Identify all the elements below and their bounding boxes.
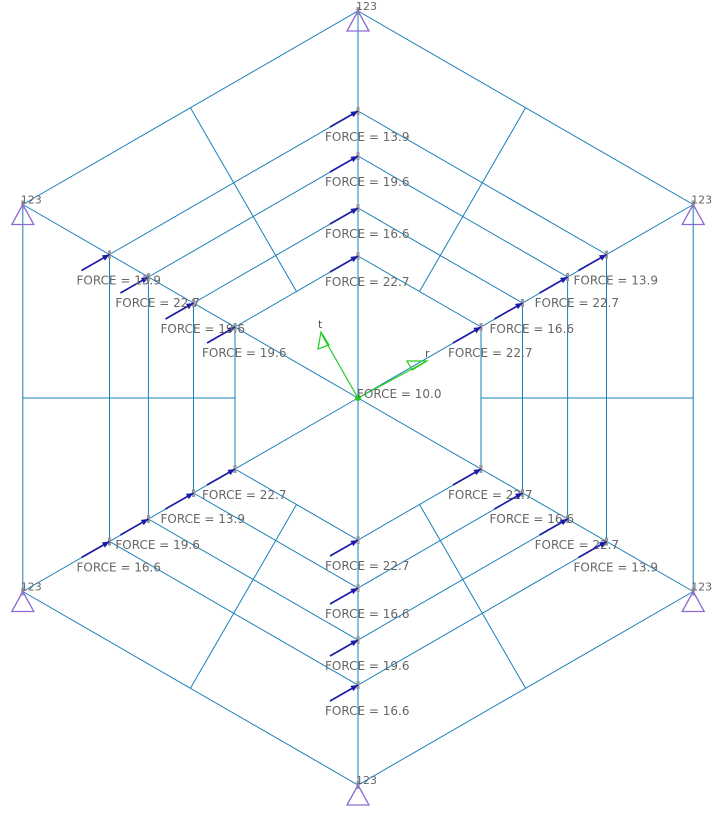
mesh-rib: [252, 540, 277, 580]
force-arrowhead: [473, 469, 481, 476]
force-arrowhead: [473, 327, 481, 334]
force-arrowhead: [515, 493, 523, 500]
mesh-rib: [275, 255, 297, 292]
force-value-label: FORCE = 16.6: [325, 227, 409, 241]
force-value-label: FORCE = 19.6: [325, 659, 409, 673]
force-value-label: FORCE = 13.9: [325, 130, 409, 144]
force-value-label: FORCE = 19.6: [161, 322, 245, 336]
force-value-label: FORCE = 19.6: [202, 346, 286, 360]
r-axis-arrowhead: [405, 360, 430, 371]
force-arrowhead: [599, 541, 607, 548]
force-value-label: FORCE = 13.9: [77, 274, 161, 288]
force-value-label: FORCE = 22.7: [535, 538, 619, 552]
force-value-label: FORCE = 13.9: [574, 561, 658, 575]
force-arrowhead: [599, 254, 607, 261]
force-arrowhead: [350, 111, 358, 118]
support-dof-label: 123: [356, 774, 377, 787]
r-axis-line: [357, 361, 426, 399]
force-value-label: FORCE = 22.7: [115, 296, 199, 310]
fixed-support-icon: [345, 783, 371, 806]
r-axis-label: r: [425, 347, 430, 360]
t-axis-arrowhead: [317, 330, 330, 350]
force-value-label: FORCE = 16.6: [325, 607, 409, 621]
force-value-label: FORCE = 22.7: [535, 296, 619, 310]
force-value-label: FORCE = 22.7: [325, 559, 409, 573]
force-arrowhead: [515, 303, 523, 310]
force-arrowhead: [101, 541, 110, 548]
force-arrowhead: [560, 519, 568, 526]
force-arrowhead: [140, 519, 149, 526]
support-dof-label: 123: [691, 581, 712, 594]
force-value-label: FORCE = 10.0: [357, 387, 441, 401]
origin-node: [355, 395, 361, 401]
force-arrowhead: [350, 640, 358, 647]
force-arrowhead: [350, 156, 358, 163]
radial-spoke: [22, 204, 359, 399]
force-arrowhead: [350, 685, 358, 692]
force-value-label: FORCE = 13.9: [574, 274, 658, 288]
force-arrowhead: [101, 254, 110, 261]
mesh-rib: [189, 107, 235, 184]
t-axis-label: t: [318, 318, 323, 331]
mesh-rib: [419, 504, 441, 541]
fixed-support-icon: [10, 590, 35, 613]
support-dof-label: 123: [691, 194, 712, 207]
local-axes: r t: [317, 318, 430, 401]
force-value-label: FORCE = 13.9: [161, 512, 245, 526]
t-axis-line: [321, 334, 359, 399]
force-arrowhead: [350, 208, 358, 215]
mesh-rib: [462, 579, 483, 614]
radial-spoke: [357, 204, 694, 399]
mesh-rib: [481, 107, 527, 184]
fixed-support-icon: [681, 590, 706, 613]
force-value-label: FORCE = 19.6: [325, 175, 409, 189]
force-value-label: FORCE = 22.7: [325, 275, 409, 289]
radial-spoke: [357, 397, 694, 592]
mesh-rib: [439, 540, 464, 580]
mesh-rib: [462, 182, 483, 217]
force-arrowhead: [185, 303, 194, 310]
force-value-label: FORCE = 16.6: [77, 561, 161, 575]
fixed-support-icon: [10, 203, 35, 226]
force-value-label: FORCE = 19.6: [115, 538, 199, 552]
support-dof-label: 123: [21, 194, 42, 207]
force-arrowhead: [227, 469, 235, 476]
mesh-rib: [233, 182, 254, 217]
mesh-rib: [439, 216, 464, 256]
force-value-label: FORCE = 22.7: [202, 488, 286, 502]
force-arrowhead: [560, 277, 568, 284]
force-arrowhead: [350, 540, 358, 547]
force-arrowhead: [350, 588, 358, 595]
force-value-label: FORCE = 16.6: [490, 322, 574, 336]
mesh-rib: [252, 216, 277, 256]
force-arrowhead: [227, 327, 235, 334]
force-value-label: FORCE = 16.6: [490, 512, 574, 526]
mesh-rib: [419, 255, 441, 292]
support-dof-label: 123: [356, 0, 377, 13]
support-markers: 123 123 123 123 123 123: [10, 0, 712, 806]
mesh-rib: [481, 613, 527, 689]
support-dof-label: 123: [21, 581, 42, 594]
force-value-label: FORCE = 16.6: [325, 704, 409, 718]
mesh-rib: [275, 504, 297, 541]
force-value-label: FORCE = 22.7: [448, 346, 532, 360]
mesh-rib: [233, 579, 254, 614]
force-arrowhead: [350, 256, 358, 263]
force-arrowhead: [185, 493, 194, 500]
fixed-support-icon: [345, 9, 371, 32]
force-arrowhead: [140, 277, 149, 284]
fixed-support-icon: [681, 203, 706, 226]
mesh-rib: [189, 613, 235, 689]
